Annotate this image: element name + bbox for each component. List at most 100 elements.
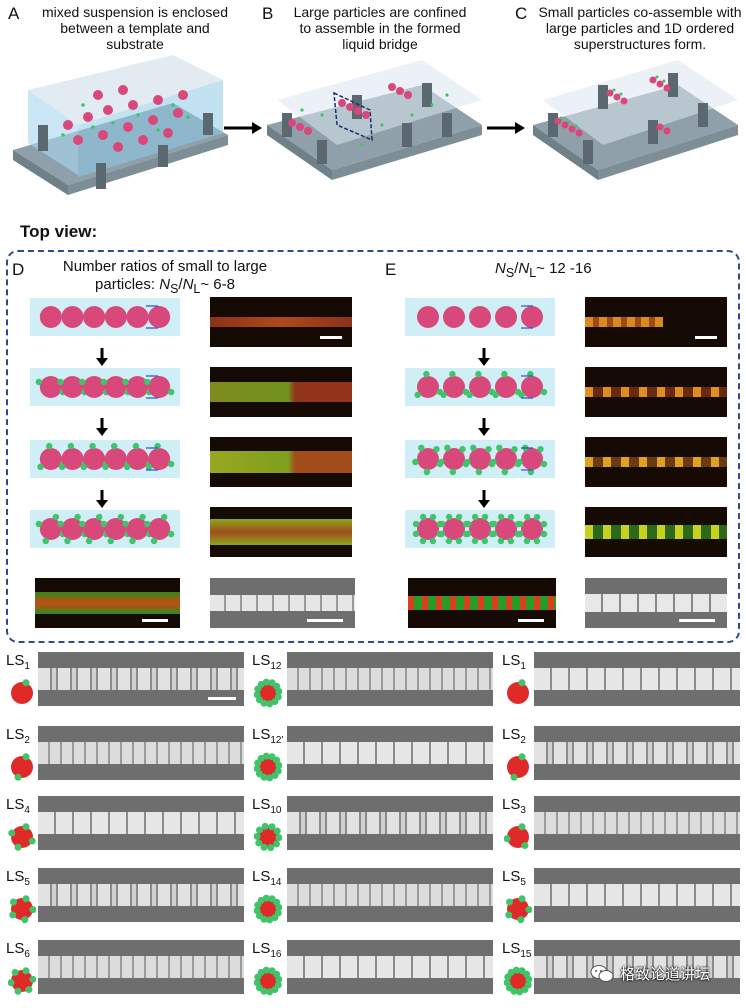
ls-label-main: LS <box>502 726 521 743</box>
panel-e-slash: / <box>514 260 519 277</box>
small-particle <box>492 391 499 399</box>
small-particle <box>111 442 118 450</box>
large-particle <box>104 448 127 470</box>
small-particle <box>129 537 136 545</box>
panel-a-letter: A <box>8 4 20 23</box>
small-particle <box>433 445 440 453</box>
ls-sphere-icon <box>507 753 529 781</box>
large-particle <box>495 306 517 328</box>
ls-label-main: LS <box>252 796 271 813</box>
small-particle <box>438 530 446 538</box>
small-particle <box>35 378 43 386</box>
panel-d-ratio-n: N <box>159 276 171 293</box>
panel-d-title-line2: particles: NS/NL~ 6-8 <box>40 276 290 298</box>
ls-label-r4-c1: LS16 <box>252 940 281 960</box>
large-particle <box>39 448 62 470</box>
ls-sem-image-r1-c2 <box>534 726 740 780</box>
small-particle <box>107 537 114 545</box>
small-particle <box>57 378 64 386</box>
small-particle <box>100 520 108 528</box>
small-particle <box>516 530 524 538</box>
small-particle <box>423 370 430 378</box>
panel-a-caption: mixed suspension is enclosed between a t… <box>42 4 228 52</box>
large-particle <box>126 306 149 328</box>
ls-sem-image-r4-c2 <box>534 940 740 994</box>
panel-d-fluor-4 <box>210 507 352 557</box>
small-particle <box>490 530 498 538</box>
large-particle <box>443 376 465 398</box>
top-view-label: Top view: <box>20 222 98 241</box>
panel-d-title: Number ratios of small to large particle… <box>40 258 290 298</box>
ls-sphere-icon <box>254 678 282 708</box>
panel-d-down-arrow-2 <box>96 418 108 436</box>
small-particle <box>481 537 489 545</box>
panel-e-down-arrow-1 <box>478 348 490 366</box>
small-particle <box>429 537 437 545</box>
large-particle <box>83 306 106 328</box>
large-particle <box>469 448 491 470</box>
large-particle <box>148 518 171 540</box>
small-particle <box>537 445 544 453</box>
ls-label-main: LS <box>6 796 25 813</box>
panel-d-ratio-n2: N <box>182 276 194 293</box>
small-particle <box>501 468 509 476</box>
panel-c-letter: C <box>515 4 528 23</box>
large-particle <box>521 376 543 398</box>
panel-d-prefix: particles: <box>95 276 160 293</box>
ls-label-r1-c0: LS2 <box>6 726 30 746</box>
large-particle <box>104 376 127 398</box>
small-particle <box>85 537 93 545</box>
ls-label-sub: 2 <box>24 735 30 746</box>
panel-d-down-arrow-1 <box>96 348 108 366</box>
ls-label-r2-c0: LS4 <box>6 796 30 816</box>
ls-label-sub: 6 <box>24 949 30 960</box>
ls-label-r3-c0: LS5 <box>6 868 30 888</box>
panel-c-caption: Small particles co-assemble with large p… <box>538 4 742 52</box>
large-particle <box>39 518 62 540</box>
large-particle <box>61 448 84 470</box>
small-particle <box>419 537 427 545</box>
small-particle <box>42 537 49 545</box>
large-particle <box>104 306 127 328</box>
small-particle <box>540 460 548 468</box>
large-particle <box>469 376 491 398</box>
ls-sem-image-r3-c1 <box>287 868 493 922</box>
large-particle <box>148 448 171 470</box>
large-particle <box>61 518 84 540</box>
small-particle <box>414 391 421 399</box>
panel-d-down-arrow-3 <box>96 490 108 508</box>
small-particle <box>167 460 175 468</box>
panel-e-letter: E <box>385 260 397 279</box>
large-particle <box>126 518 149 540</box>
large-particle <box>495 376 517 398</box>
large-particle <box>495 448 517 470</box>
small-particle <box>64 537 71 545</box>
small-particle <box>511 445 518 453</box>
small-particle <box>143 520 151 528</box>
panel-d-sub-s: S <box>170 282 179 296</box>
small-particle <box>132 442 140 450</box>
scale-bar <box>208 697 236 700</box>
small-particle <box>412 530 420 538</box>
small-particle <box>533 513 541 521</box>
panel-e-down-arrow-2 <box>478 418 490 436</box>
panel-e-ratio-n2: N <box>518 260 530 277</box>
small-particle <box>122 520 129 528</box>
small-particle <box>102 463 109 471</box>
small-particle <box>459 445 466 453</box>
panel-d-sub-l: L <box>193 282 201 296</box>
panel-d-ratio-value: ~ 6-8 <box>200 276 235 293</box>
small-particle <box>445 513 453 521</box>
ls-sem-image-r0-c1 <box>287 652 493 706</box>
top-view-dashed-box <box>6 250 740 643</box>
small-particle <box>466 391 473 399</box>
ls-sem-image-r1-c1 <box>287 726 493 780</box>
panel-d-sem <box>210 578 355 628</box>
wechat-icon <box>590 965 614 982</box>
panel-d-schematic-4 <box>30 510 180 548</box>
panel-d-schematic-2 <box>30 368 180 406</box>
ls-label-sub: 15 <box>520 949 532 960</box>
small-particle <box>455 537 463 545</box>
ls-label-main: LS <box>6 940 25 957</box>
ls-label-r3-c2: LS5 <box>502 868 526 888</box>
